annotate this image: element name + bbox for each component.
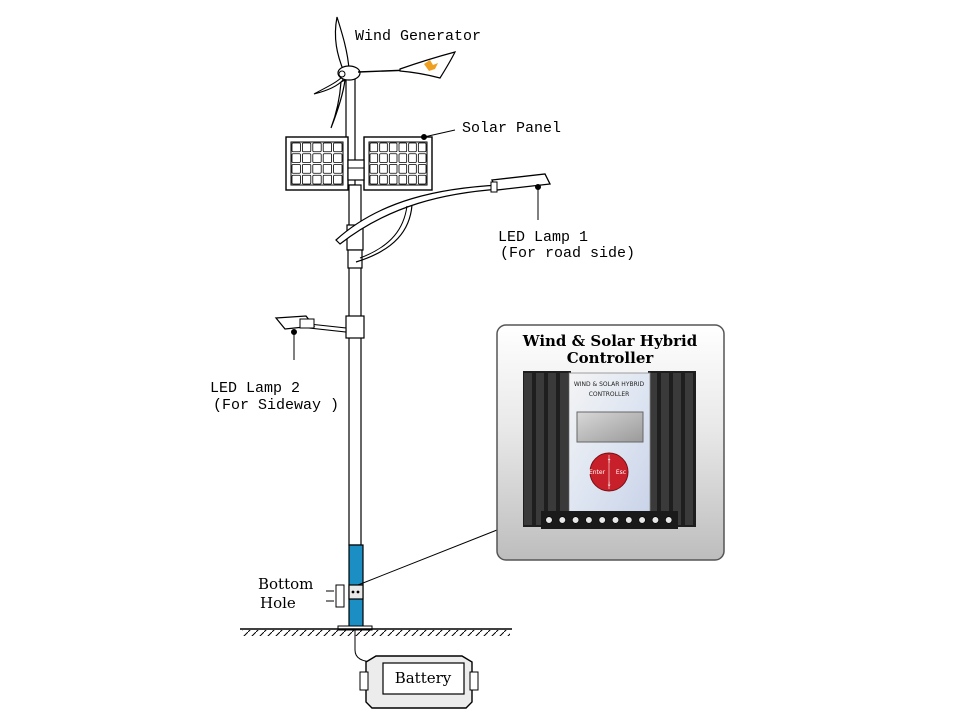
- label-led-lamp-1-sub: (For road side): [500, 245, 635, 262]
- label-led-lamp-2: LED Lamp 2: [210, 380, 300, 397]
- led-lamp-1-head: [491, 173, 551, 191]
- label-solar-panel: Solar Panel: [462, 120, 561, 137]
- label-led-lamp-1: LED Lamp 1: [498, 229, 588, 246]
- solar-panel-left: [285, 136, 349, 191]
- battery: Battery: [359, 655, 479, 709]
- label-wind-generator: Wind Generator: [355, 28, 481, 45]
- controller-title-sub: Controller: [567, 349, 655, 367]
- up-arrow-icon: ↑: [606, 458, 611, 465]
- ground: [240, 628, 512, 636]
- controller-device: WIND & SOLAR HYBRID CONTROLLER Enter Esc…: [523, 371, 696, 529]
- bottom-hole-door: [348, 584, 364, 600]
- terminal-block: [545, 516, 673, 524]
- controller-callout: Wind & Solar Hybrid Controller WIND & SO…: [496, 324, 725, 561]
- led-lamp-2-arm: [274, 315, 347, 333]
- brand-logo-icon: [424, 60, 438, 71]
- led-lamp-1-arm: [335, 173, 551, 263]
- label-led-lamp-2-sub: (For Sideway ): [213, 397, 339, 414]
- pole: [337, 74, 373, 631]
- label-hole: Hole: [260, 594, 296, 612]
- label-bottom: Bottom: [258, 575, 313, 593]
- device-title-sub: CONTROLLER: [589, 391, 630, 398]
- enter-button-label: Enter: [589, 469, 606, 476]
- solar-panel-right: [363, 136, 433, 191]
- controller-lcd: [576, 411, 644, 443]
- battery-label: Battery: [395, 669, 452, 687]
- controller-title: Wind & Solar Hybrid: [522, 332, 698, 350]
- device-title: WIND & SOLAR HYBRID: [574, 381, 645, 388]
- callout-lines: [291, 129, 541, 663]
- wind-generator: [313, 16, 457, 129]
- bottom-hole-cover: [335, 584, 345, 608]
- esc-button-label: Esc: [616, 469, 626, 476]
- down-arrow-icon: ↓: [606, 481, 611, 488]
